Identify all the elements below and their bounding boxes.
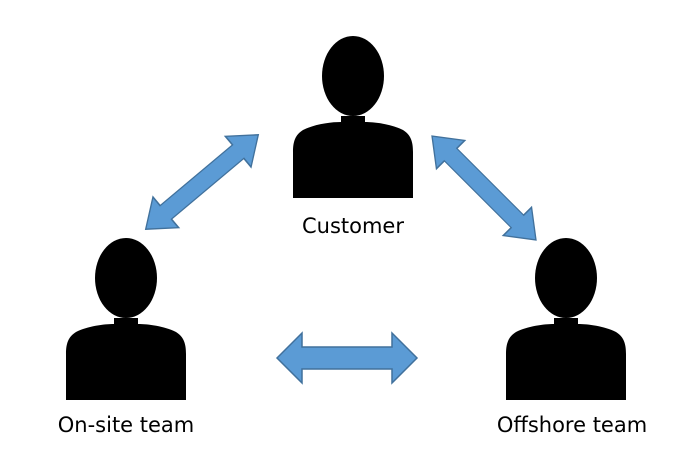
arrow-customer-offshore xyxy=(417,121,551,255)
arrow-customer-onsite xyxy=(132,118,272,246)
person-icon xyxy=(66,238,186,400)
customer-node: Customer xyxy=(293,36,413,238)
offshore-node: Offshore team xyxy=(497,238,647,437)
offshore-person-icon xyxy=(506,238,626,400)
customer-person-icon xyxy=(293,36,413,198)
person-icon xyxy=(506,238,626,400)
onsite-label: On-site team xyxy=(58,413,195,437)
offshore-label: Offshore team xyxy=(497,413,647,437)
person-icon xyxy=(293,36,413,198)
onsite-person-icon xyxy=(66,238,186,400)
customer-label: Customer xyxy=(302,214,404,238)
arrow-onsite-offshore xyxy=(276,332,418,384)
onsite-node: On-site team xyxy=(58,238,195,437)
